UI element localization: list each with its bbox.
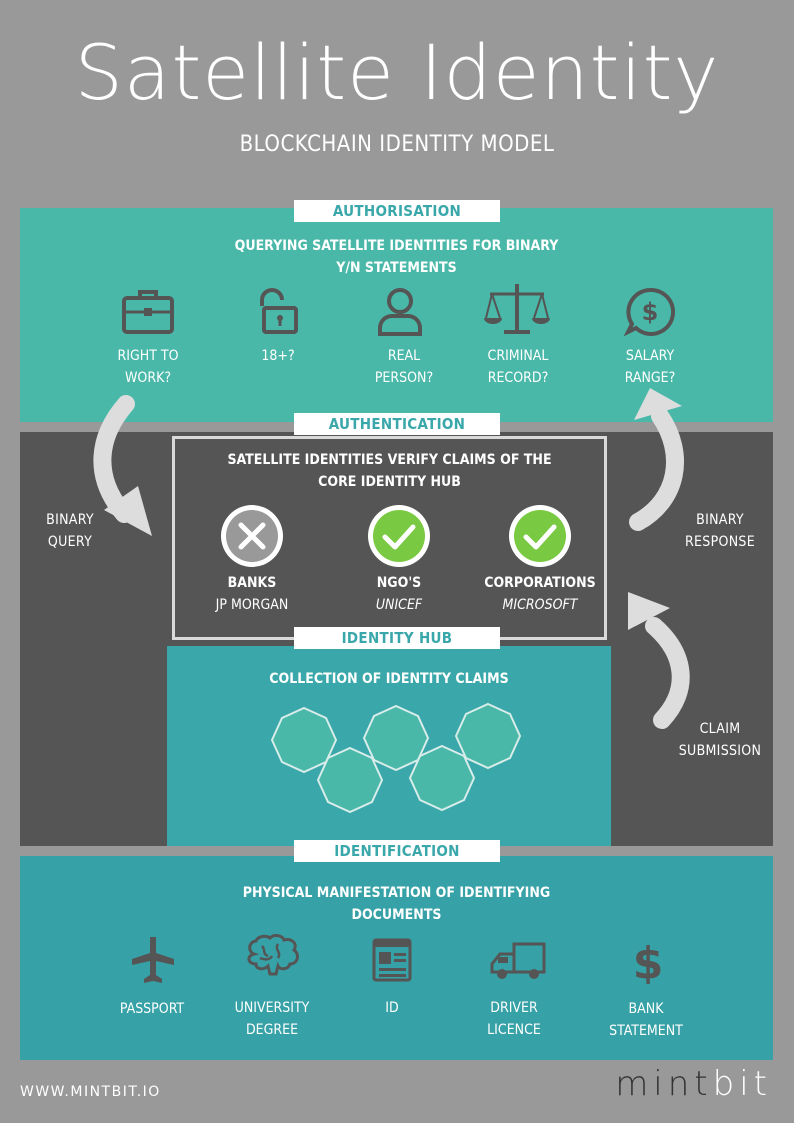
scales-icon: [484, 284, 550, 334]
binary-response-label-2: RESPONSE: [685, 534, 755, 550]
identity-claims-cluster: [270, 702, 522, 814]
authorisation-tag: AUTHORISATION: [294, 200, 500, 222]
ident-label-bank-2: STATEMENT: [609, 1023, 683, 1039]
ident-label-bank-1: BANK: [628, 1001, 664, 1017]
entity-corporations-example: MICROSOFT: [502, 597, 578, 613]
auth-label-real-person-2: PERSON?: [374, 370, 434, 386]
binary-response-label-1: BINARY: [696, 512, 744, 528]
entity-corporations-name: CORPORATIONS: [484, 575, 596, 591]
binary-query-label-2: QUERY: [47, 534, 93, 550]
airplane-icon: [132, 937, 174, 983]
identity-claim-hexagon: [270, 706, 338, 774]
auth-label-criminal-record-2: RECORD?: [487, 370, 549, 386]
binary-query-arrow-icon: [93, 395, 152, 536]
ident-label-id: ID: [385, 1000, 399, 1016]
page-title: Satellite Identity: [74, 28, 720, 117]
ident-label-driver-1: DRIVER: [490, 1000, 538, 1016]
claim-submission-label-2: SUBMISSION: [678, 743, 762, 759]
check-icon: [509, 505, 571, 567]
entity-banks-name: BANKS: [227, 575, 277, 591]
id-card-icon: [372, 938, 412, 982]
authorisation-heading-line1: QUERYING SATELLITE IDENTITIES FOR BINARY: [234, 238, 559, 254]
brand-logo-part2: bit: [712, 1064, 772, 1104]
check-icon: [368, 505, 430, 567]
svg-text:$: $: [642, 298, 659, 326]
person-icon: [378, 288, 422, 336]
identity-hub-tag: IDENTITY HUB: [294, 627, 500, 649]
authentication-heading-line2: CORE IDENTITY HUB: [318, 474, 461, 490]
briefcase-icon: [122, 290, 174, 334]
identification-heading-line2: DOCUMENTS: [351, 907, 442, 923]
authorisation-heading-line2: Y/N STATEMENTS: [336, 260, 457, 276]
binary-response-arrow-icon: [629, 388, 684, 531]
auth-label-criminal-record-1: CRIMINAL: [487, 348, 549, 364]
truck-icon: [490, 942, 546, 979]
brain-icon: [247, 934, 299, 976]
identification-tag: IDENTIFICATION: [294, 840, 500, 862]
open-lock-icon: [260, 288, 298, 334]
identity-claim-hexagon: [454, 702, 522, 770]
identity-claim-hexagon: [362, 704, 430, 772]
dollar-icon: $: [633, 938, 664, 984]
auth-label-right-to-work-2: WORK?: [124, 370, 172, 386]
svg-text:$: $: [633, 938, 664, 984]
right-side-panel: [611, 432, 773, 846]
ident-label-university-2: DEGREE: [245, 1022, 299, 1038]
authentication-heading-line1: SATELLITE IDENTITIES VERIFY CLAIMS OF TH…: [227, 452, 552, 468]
identity-claim-hexagon: [408, 744, 476, 812]
ident-label-passport: PASSPORT: [119, 1001, 185, 1017]
authentication-tag: AUTHENTICATION: [294, 413, 500, 435]
claim-submission-label-1: CLAIM: [699, 721, 741, 737]
auth-label-salary-range-2: RANGE?: [624, 370, 676, 386]
brand-logo-part1: mint: [615, 1064, 713, 1104]
page-subtitle: BLOCKCHAIN IDENTITY MODEL: [239, 132, 555, 157]
cross-icon: [221, 505, 283, 567]
identity-hub-heading: COLLECTION OF IDENTITY CLAIMS: [269, 671, 509, 687]
binary-query-label-1: BINARY: [46, 512, 94, 528]
identity-claim-hexagon: [316, 746, 384, 814]
footer-website-link[interactable]: WWW.MINTBIT.IO: [20, 1084, 161, 1100]
entity-ngos-name: NGO'S: [376, 575, 422, 591]
ident-label-driver-2: LICENCE: [487, 1022, 541, 1038]
entity-ngos-example: UNICEF: [375, 597, 423, 613]
dollar-bubble-icon: $: [624, 287, 676, 336]
brand-logo: mintbit: [600, 1064, 772, 1104]
auth-label-real-person-1: REAL: [387, 348, 421, 364]
entity-banks-example: JP MORGAN: [215, 597, 289, 613]
left-side-panel: [20, 432, 167, 846]
auth-label-18-plus: 18+?: [261, 348, 295, 364]
auth-label-salary-range-1: SALARY: [625, 348, 675, 364]
identification-heading-line1: PHYSICAL MANIFESTATION OF IDENTIFYING: [242, 885, 551, 901]
ident-label-university-1: UNIVERSITY: [234, 1000, 310, 1016]
claim-submission-arrow-icon: [628, 592, 690, 729]
auth-label-right-to-work-1: RIGHT TO: [117, 348, 179, 364]
